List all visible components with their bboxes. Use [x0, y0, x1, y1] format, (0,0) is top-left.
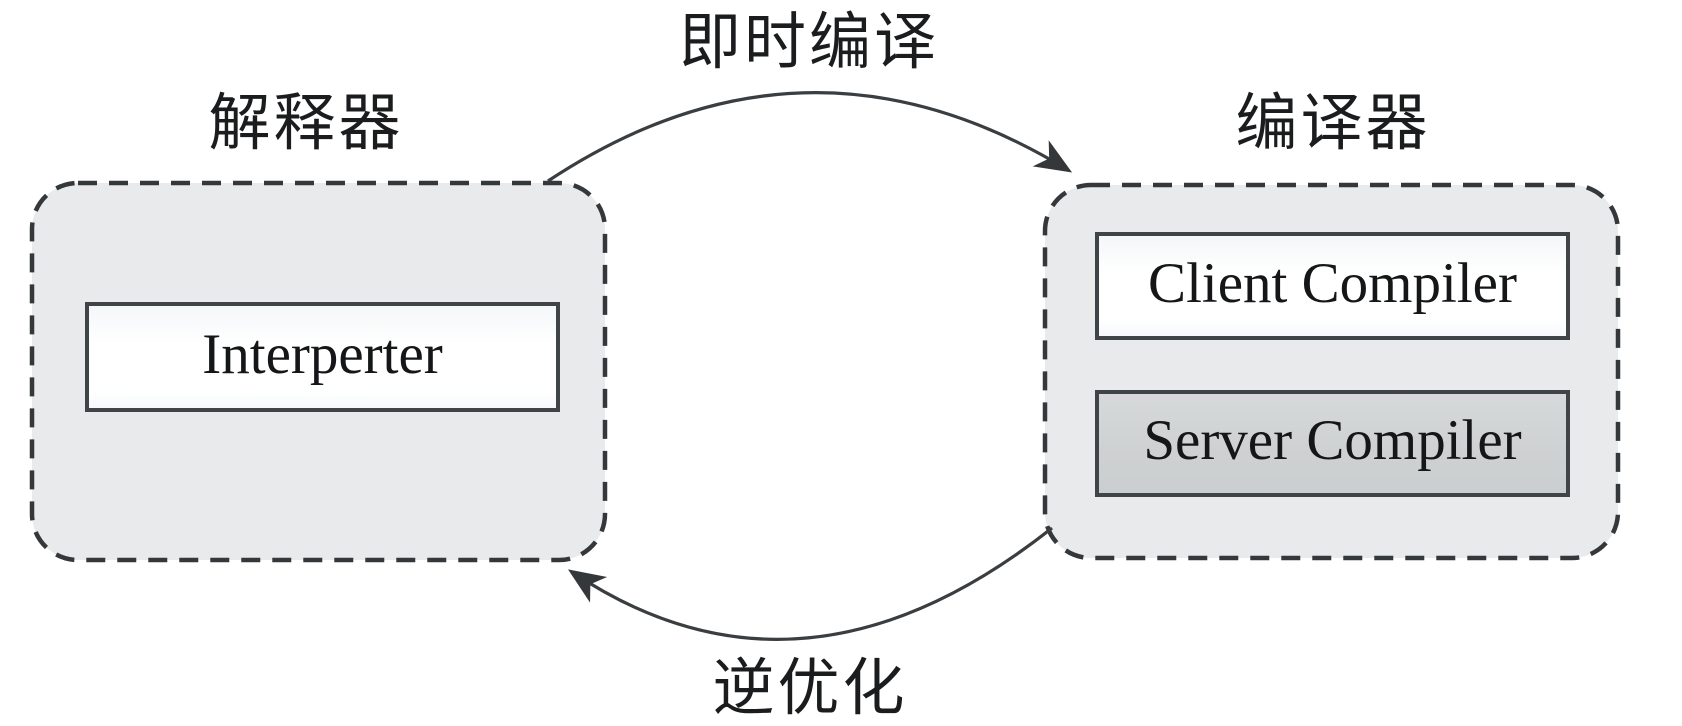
server-compiler-node: Server Compiler	[1095, 390, 1570, 497]
client-compiler-node-label: Client Compiler	[1148, 251, 1517, 315]
deopt-edge-label: 逆优化	[712, 655, 908, 723]
interpreter-node: Interperter	[85, 302, 560, 412]
compiler-group-title: 编译器	[1235, 90, 1431, 158]
deopt-arrow-curve	[568, 526, 1053, 641]
client-compiler-node: Client Compiler	[1095, 232, 1570, 340]
jit-arrow-curve	[547, 91, 1073, 183]
jit-edge-label: 即时编译	[678, 9, 940, 77]
interpreter-node-label: Interperter	[202, 322, 443, 386]
server-compiler-node-label: Server Compiler	[1143, 409, 1522, 472]
interpreter-group-title: 解释器	[208, 90, 404, 158]
